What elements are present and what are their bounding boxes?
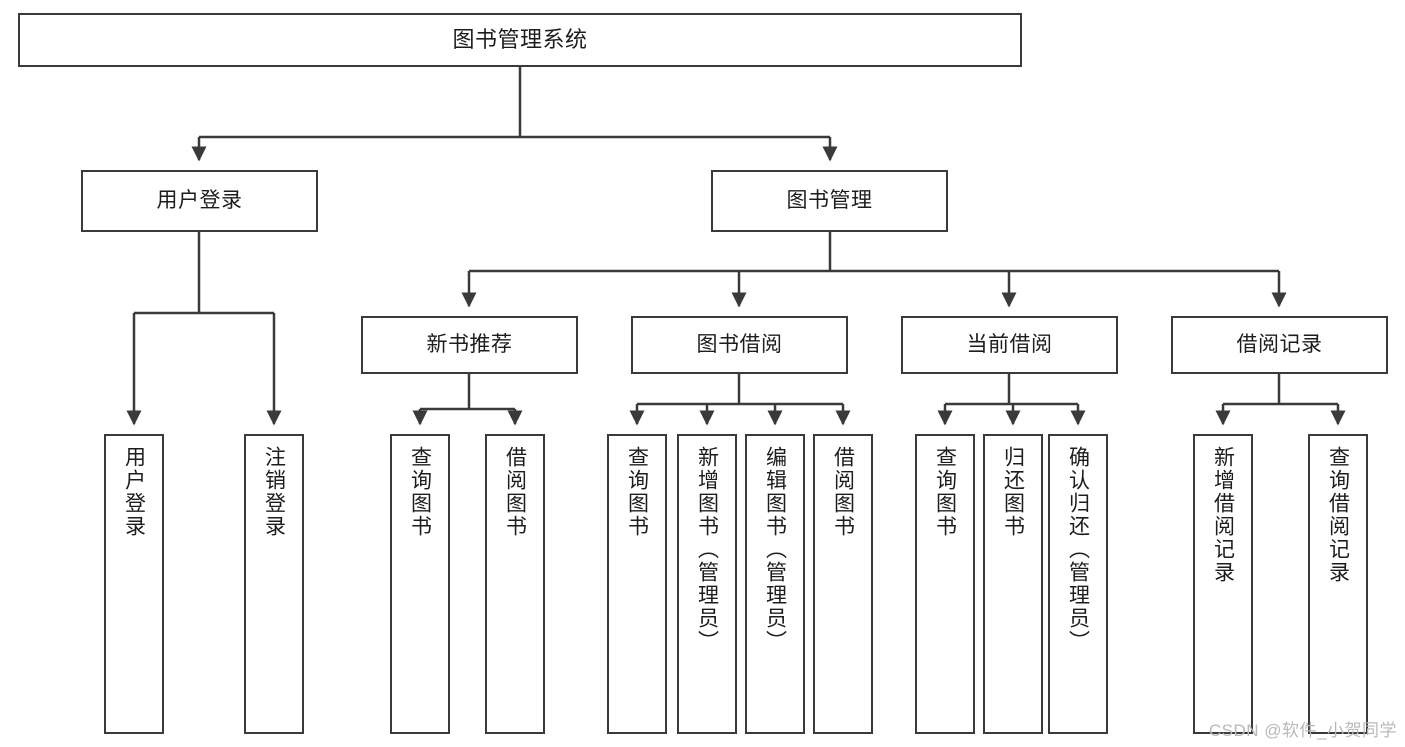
node-leaf-add-borrow-record[interactable]: 新增借阅记录	[1193, 434, 1253, 734]
node-leaf-borrow-book-rec-label: 借阅图书	[503, 446, 527, 538]
node-leaf-edit-book-admin[interactable]: 编辑图书（管理员）	[745, 434, 805, 734]
node-borrow-record[interactable]: 借阅记录	[1171, 316, 1388, 374]
node-leaf-return-book[interactable]: 归还图书	[983, 434, 1043, 734]
node-new-book-recommend[interactable]: 新书推荐	[361, 316, 578, 374]
node-current-borrow-label: 当前借阅	[966, 333, 1053, 357]
node-root-label: 图书管理系统	[452, 26, 588, 52]
node-leaf-confirm-return-admin-label: 确认归还（管理员）	[1066, 446, 1090, 653]
node-leaf-user-logout[interactable]: 注销登录	[244, 434, 304, 734]
node-root[interactable]: 图书管理系统	[18, 13, 1022, 67]
node-leaf-user-login[interactable]: 用户登录	[104, 434, 164, 734]
node-book-manage[interactable]: 图书管理	[711, 170, 948, 232]
node-leaf-return-book-label: 归还图书	[1001, 446, 1025, 538]
node-leaf-user-login-label: 用户登录	[122, 446, 146, 538]
node-leaf-query-book-borrow[interactable]: 查询图书	[607, 434, 667, 734]
node-leaf-query-book-rec-label: 查询图书	[408, 446, 432, 538]
node-leaf-query-book-cur-label: 查询图书	[933, 446, 957, 538]
node-leaf-add-book-admin[interactable]: 新增图书（管理员）	[677, 434, 737, 734]
node-new-book-recommend-label: 新书推荐	[426, 333, 513, 357]
node-leaf-borrow-book[interactable]: 借阅图书	[813, 434, 873, 734]
node-leaf-confirm-return-admin[interactable]: 确认归还（管理员）	[1048, 434, 1108, 734]
node-leaf-borrow-book-rec[interactable]: 借阅图书	[485, 434, 545, 734]
node-leaf-query-book-borrow-label: 查询图书	[625, 446, 649, 538]
node-leaf-add-book-admin-label: 新增图书（管理员）	[695, 446, 719, 653]
node-leaf-query-borrow-record[interactable]: 查询借阅记录	[1308, 434, 1368, 734]
node-book-borrow[interactable]: 图书借阅	[631, 316, 848, 374]
node-leaf-add-borrow-record-label: 新增借阅记录	[1211, 446, 1235, 584]
node-leaf-query-borrow-record-label: 查询借阅记录	[1326, 446, 1350, 584]
node-borrow-record-label: 借阅记录	[1236, 333, 1323, 357]
node-leaf-user-logout-label: 注销登录	[262, 446, 286, 538]
node-book-borrow-label: 图书借阅	[696, 333, 783, 357]
node-leaf-query-book-rec[interactable]: 查询图书	[390, 434, 450, 734]
node-book-manage-label: 图书管理	[786, 189, 873, 213]
node-leaf-borrow-book-label: 借阅图书	[831, 446, 855, 538]
node-user-login[interactable]: 用户登录	[81, 170, 318, 232]
csdn-watermark: CSDN @软件_小贺同学	[1208, 721, 1397, 740]
node-user-login-label: 用户登录	[156, 189, 243, 213]
node-leaf-edit-book-admin-label: 编辑图书（管理员）	[763, 446, 787, 653]
node-current-borrow[interactable]: 当前借阅	[901, 316, 1118, 374]
node-leaf-query-book-cur[interactable]: 查询图书	[915, 434, 975, 734]
